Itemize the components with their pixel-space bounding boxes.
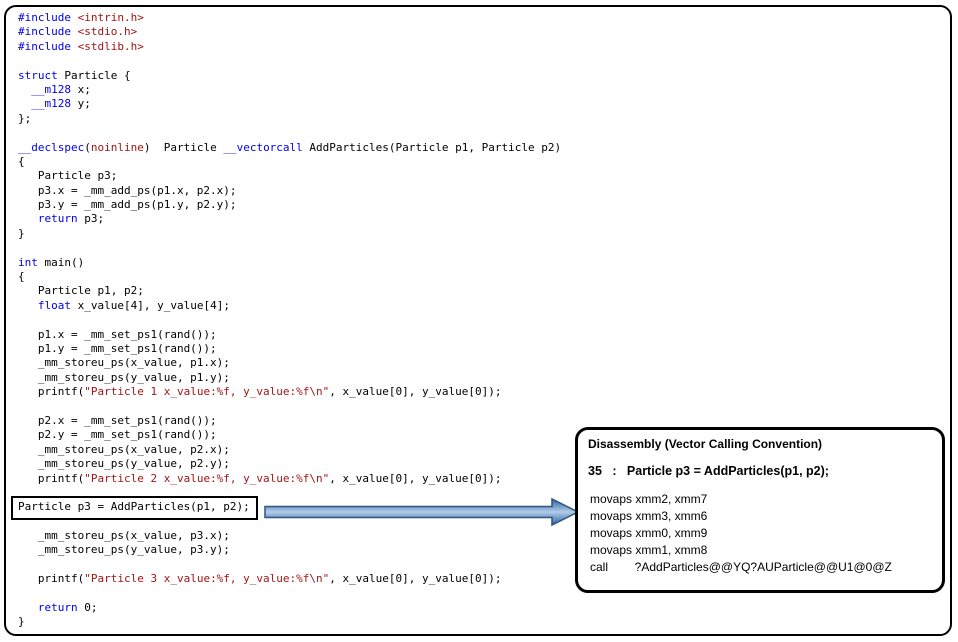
code-line: p1.x = _mm_set_ps1(rand()); <box>18 327 217 341</box>
disassembly-source-line: 35 : Particle p3 = AddParticles(p1, p2); <box>588 464 829 478</box>
asm-line-list: movaps xmm2, xmm7 movaps xmm3, xmm6 mova… <box>590 491 932 576</box>
code-line <box>18 241 561 255</box>
code-line: _mm_storeu_ps(y_value, p2.y); <box>18 457 230 471</box>
callout-arrow-icon <box>264 497 580 527</box>
code-line <box>18 126 561 140</box>
asm-line: movaps xmm3, xmm6 <box>590 509 708 523</box>
code-line: }; <box>18 111 32 125</box>
code-line: { <box>18 270 25 284</box>
code-line: __declspec(noinline) Particle __vectorca… <box>18 140 562 154</box>
code-line: _mm_storeu_ps(x_value, p3.x); <box>18 529 230 543</box>
code-line: return p3; <box>37 212 105 226</box>
asm-line: movaps xmm1, xmm8 <box>590 543 708 557</box>
asm-line: movaps xmm0, xmm9 <box>590 526 708 540</box>
code-line: printf("Particle 2 x_value:%f, y_value:%… <box>18 471 502 485</box>
code-line <box>18 400 561 414</box>
disassembly-title: Disassembly (Vector Calling Convention) <box>588 437 823 451</box>
code-line: #include <stdlib.h> <box>18 39 144 53</box>
code-line <box>18 54 561 68</box>
highlighted-statement-box: Particle p3 = AddParticles(p1, p2); <box>11 496 258 520</box>
disassembly-callout: Disassembly (Vector Calling Convention) … <box>575 427 945 593</box>
code-line <box>18 558 561 572</box>
code-line: { <box>18 154 25 168</box>
code-line: _mm_storeu_ps(y_value, p3.y); <box>18 543 230 557</box>
code-line: __m128 y; <box>31 97 91 111</box>
code-line: p2.x = _mm_set_ps1(rand()); <box>18 413 217 427</box>
code-line: p2.y = _mm_set_ps1(rand()); <box>18 428 217 442</box>
code-line: struct Particle { <box>18 68 131 82</box>
source-code: #include <intrin.h>#include <stdio.h>#in… <box>11 11 562 630</box>
code-line: Particle p3; <box>18 169 118 183</box>
code-line: } <box>18 615 25 629</box>
code-line: p3.x = _mm_add_ps(p1.x, p2.x); <box>18 183 237 197</box>
code-line: p1.y = _mm_set_ps1(rand()); <box>18 341 217 355</box>
code-line: return 0; <box>37 601 98 615</box>
code-line: float x_value[4], y_value[4]; <box>37 298 230 312</box>
code-line: __m128 x; <box>31 82 91 96</box>
code-line: printf("Particle 3 x_value:%f, y_value:%… <box>18 572 502 586</box>
code-line: } <box>18 226 25 240</box>
code-line: int main() <box>18 255 85 269</box>
code-line <box>18 587 561 601</box>
code-line: Particle p1, p2; <box>18 284 144 298</box>
code-line: #include <intrin.h> <box>18 11 144 24</box>
code-line: printf("Particle 1 x_value:%f, y_value:%… <box>18 385 502 399</box>
asm-line: call ?AddParticles@@YQ?AUParticle@@U1@0@… <box>590 560 892 574</box>
code-line <box>18 313 561 327</box>
code-line: _mm_storeu_ps(x_value, p1.x); <box>18 356 230 370</box>
asm-line: movaps xmm2, xmm7 <box>590 492 708 506</box>
code-line: #include <stdio.h> <box>18 25 138 39</box>
code-line: _mm_storeu_ps(y_value, p1.y); <box>18 370 230 384</box>
code-line: p3.y = _mm_add_ps(p1.y, p2.y); <box>18 198 237 212</box>
code-line: Particle p3 = AddParticles(p1, p2); <box>11 496 561 520</box>
code-line: _mm_storeu_ps(x_value, p2.x); <box>18 442 230 456</box>
